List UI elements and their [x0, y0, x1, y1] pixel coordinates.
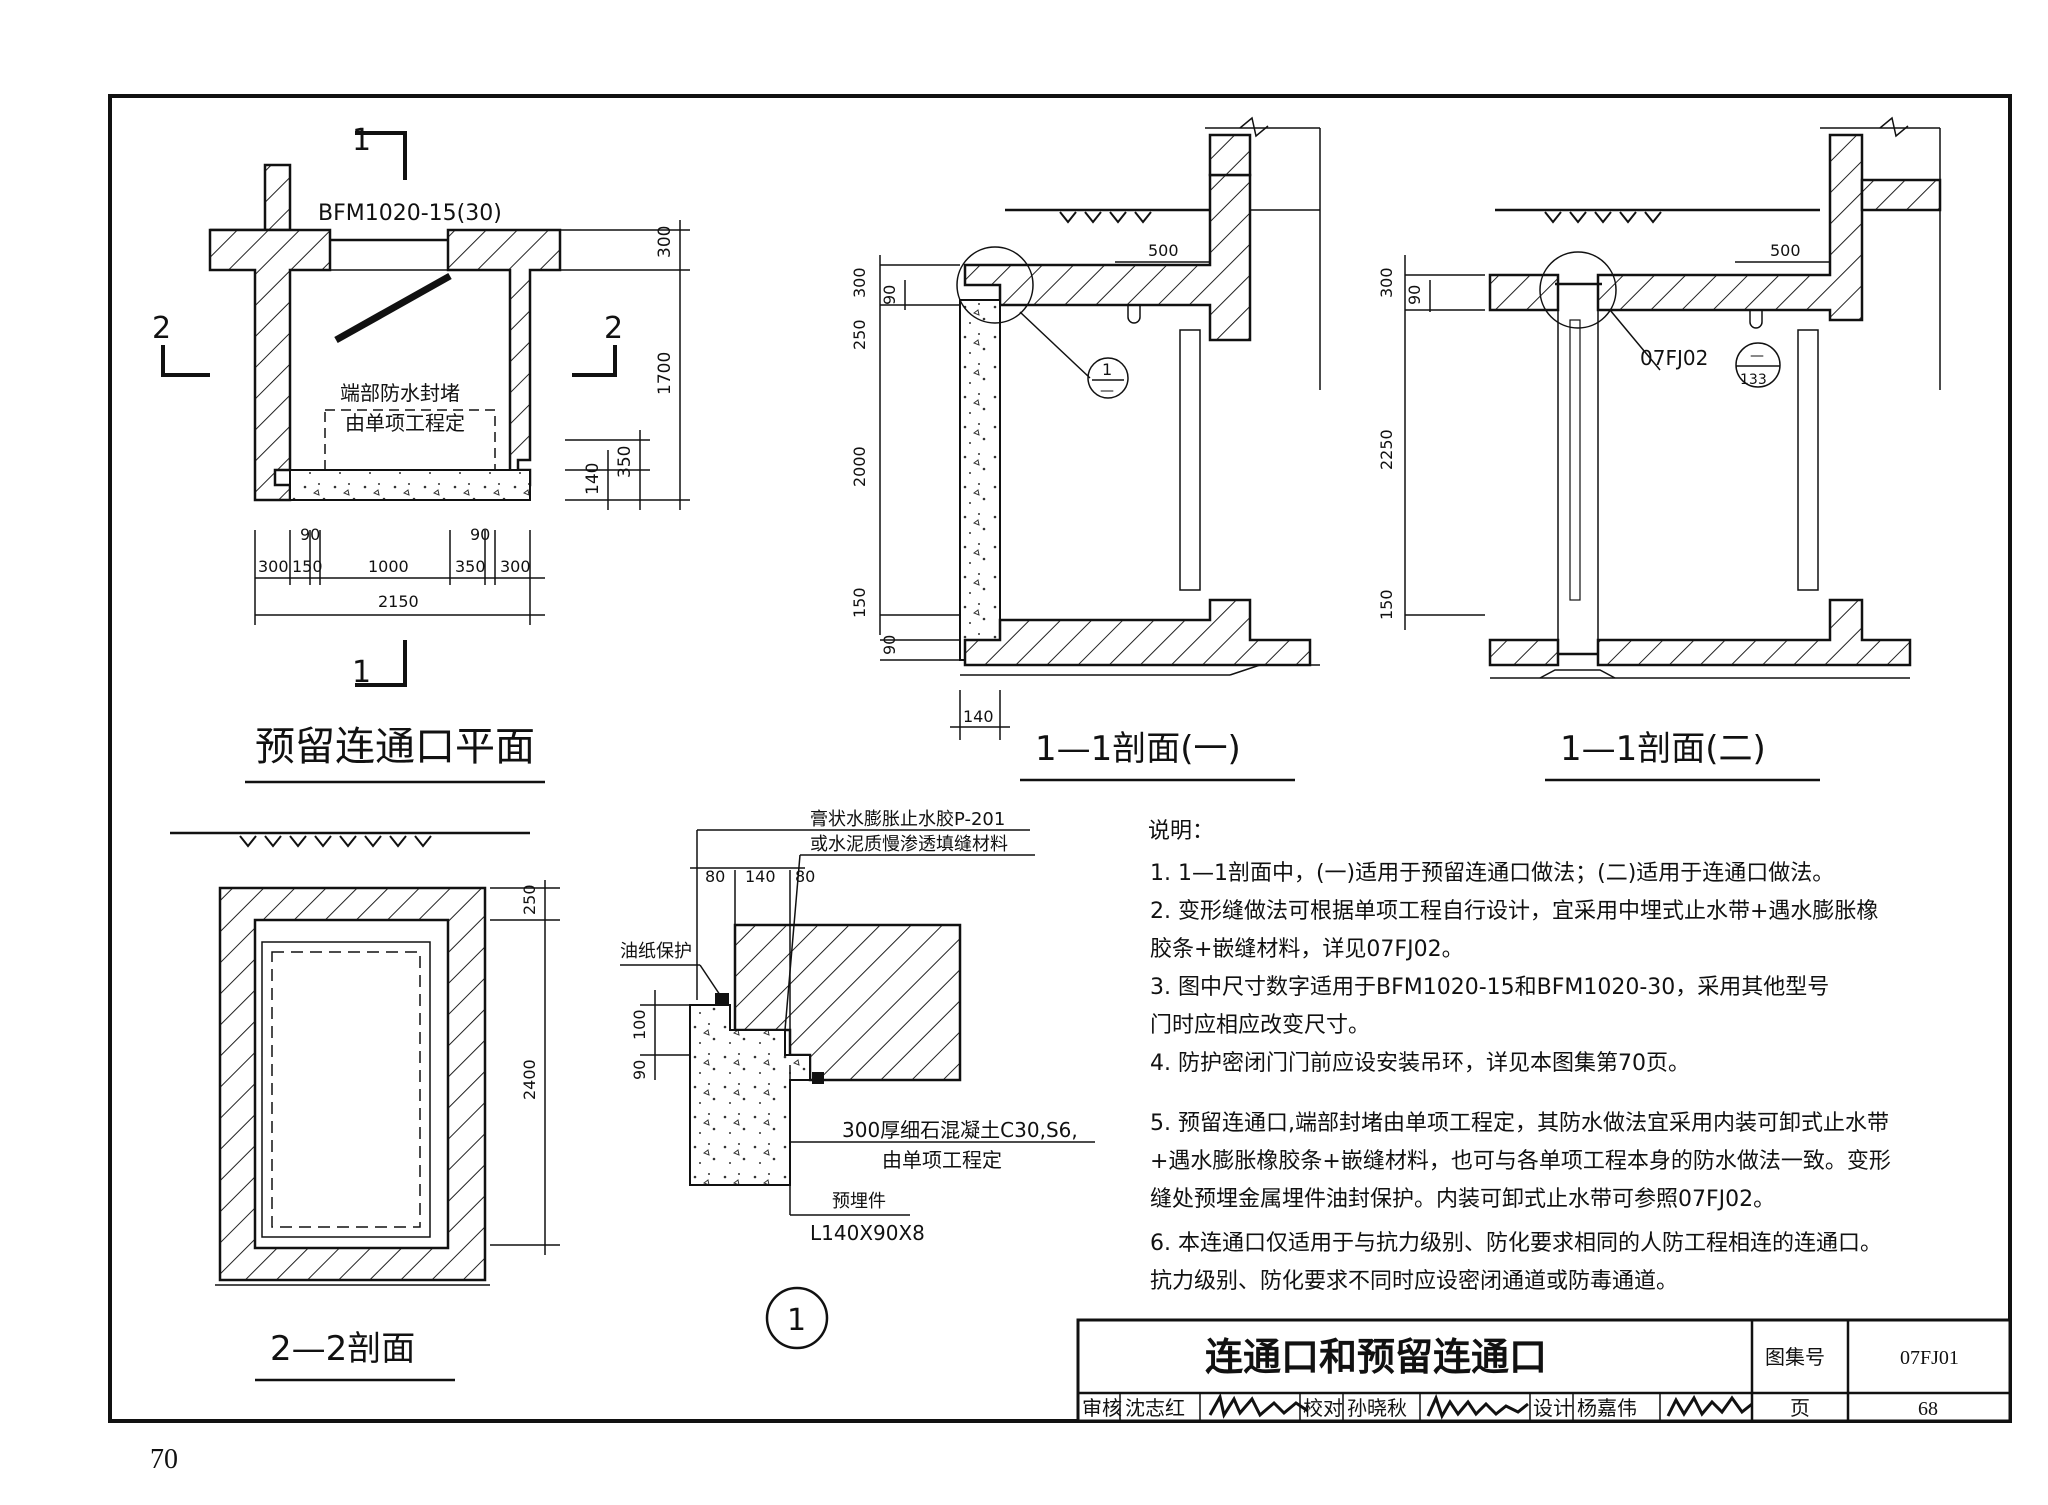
- check-signature: [1426, 1393, 1529, 1420]
- s1-dim-250: 250: [850, 319, 869, 350]
- s2-title: 1—1剖面(二): [1560, 729, 1766, 769]
- notes-line-11: 抗力级别、防化要求不同时应设密闭通道或防毒通道。: [1150, 1269, 1678, 1294]
- review-name: 沈志红: [1125, 1396, 1185, 1420]
- s1-dim-140: 140: [963, 707, 994, 726]
- d1-label-top2: 或水泥质慢渗透填缝材料: [810, 834, 1008, 855]
- check-name: 孙晓秋: [1347, 1396, 1407, 1420]
- plan-view: 1 1 2 2 BFM1020-15(30) 端部防水封堵 由单项工程定 300…: [152, 123, 690, 784]
- plan-dim-300: 300: [655, 226, 675, 258]
- design-label: 设计: [1533, 1396, 1573, 1420]
- notes-block: 说明： 1. 1—1剖面中，(一)适用于预留连通口做法；(二)适用于连通口做法。…: [1148, 819, 1891, 1294]
- plan-dim-300-right: 300: [500, 557, 531, 576]
- page-number: 70: [150, 1444, 178, 1475]
- atlas-no-label: 图集号: [1765, 1345, 1825, 1369]
- title-block: 连通口和预留连通口 图集号 07FJ01 审核 沈志红 校对 孙晓秋 设计 杨嘉…: [1076, 1318, 2012, 1423]
- notes-line-4: 3. 图中尺寸数字适用于BFM1020-15和BFM1020-30，采用其他型号: [1150, 975, 1829, 1000]
- section-2-2: 250 2400 2—2剖面: [170, 831, 560, 1382]
- s2-ref-bottom: 133: [1740, 372, 1767, 388]
- plan-dim-140: 140: [583, 463, 603, 495]
- plan-dim-2150: 2150: [378, 592, 419, 611]
- atlas-no-value: 07FJ01: [1900, 1347, 1959, 1369]
- sheet-border: [108, 94, 2012, 1423]
- review-label: 审核: [1082, 1396, 1122, 1420]
- notes-line-6: 4. 防护密闭门门前应设安装吊环，详见本图集第70页。: [1150, 1051, 1690, 1076]
- d1-dim-100: 100: [630, 1009, 649, 1040]
- plan-dim-1700: 1700: [655, 352, 675, 395]
- d1-label-conc1: 300厚细石混凝土C30,S6,: [842, 1118, 1078, 1142]
- notes-line-7: 5. 预留连通口,端部封堵由单项工程定，其防水做法宜采用内装可卸式止水带: [1150, 1111, 1889, 1136]
- notes-line-2: 2. 变形缝做法可根据单项工程自行设计，宜采用中埋式止水带+遇水膨胀橡: [1150, 899, 1878, 924]
- s1-dim-90: 90: [880, 285, 899, 305]
- s1-dim-90b: 90: [880, 635, 899, 655]
- plan-dim-350: 350: [615, 446, 635, 478]
- plan-door-label: BFM1020-15(30): [318, 201, 502, 226]
- s2-dim-300: 300: [1377, 267, 1396, 298]
- s1-detail-ref-bottom: —: [1100, 383, 1114, 399]
- s2-dim-150: 150: [1377, 589, 1396, 620]
- plan-dim-300-left: 300: [258, 557, 289, 576]
- check-label: 校对: [1303, 1396, 1343, 1420]
- s2-dim-500: 500: [1770, 241, 1801, 260]
- plan-section-mark-1-bottom: 1: [352, 655, 371, 690]
- detail-1: 80 140 80 膏状水膨胀止水胶P-201 或水泥质慢渗透填缝材料 油纸保护…: [620, 808, 1095, 1350]
- s2-ref-label: 07FJ02: [1640, 346, 1708, 370]
- notes-heading: 说明：: [1148, 819, 1214, 844]
- d1-label-angle: L140X90X8: [810, 1221, 925, 1245]
- plan-note-line1: 端部防水封堵: [340, 381, 460, 405]
- d1-dim-80b: 80: [795, 867, 815, 886]
- s22-title: 2—2剖面: [270, 1329, 415, 1369]
- s2-dim-90: 90: [1405, 285, 1424, 305]
- d1-dim-140: 140: [745, 867, 776, 886]
- d1-dim-90: 90: [630, 1060, 649, 1080]
- plan-dim-350-bottom: 350: [455, 557, 486, 576]
- plan-note-line2: 由单项工程定: [345, 411, 465, 435]
- s2-ref-top: —: [1750, 348, 1764, 364]
- d1-circle-label: 1: [787, 1303, 806, 1338]
- s22-dim-250: 250: [520, 884, 539, 915]
- notes-line-1: 1. 1—1剖面中，(一)适用于预留连通口做法；(二)适用于连通口做法。: [1150, 861, 1834, 886]
- s22-dim-2400: 2400: [520, 1059, 539, 1100]
- page-value: 68: [1918, 1398, 1938, 1420]
- d1-label-top1: 膏状水膨胀止水胶P-201: [810, 808, 1005, 830]
- page-label: 页: [1790, 1396, 1810, 1420]
- s1-dim-2000: 2000: [850, 446, 869, 487]
- notes-line-10: 6. 本连通口仅适用于与抗力级别、防化要求相同的人防工程相连的连通口。: [1150, 1231, 1882, 1256]
- section-1-1-b: 07FJ02 — 133 300 90 2250 150 500 1—1剖面(二…: [1377, 116, 1942, 782]
- s1-dim-150: 150: [850, 587, 869, 618]
- design-name: 杨嘉伟: [1577, 1396, 1637, 1420]
- d1-dim-80a: 80: [705, 867, 725, 886]
- d1-label-conc2: 由单项工程定: [882, 1148, 1002, 1172]
- d1-label-oil: 油纸保护: [620, 941, 692, 962]
- notes-line-8: +遇水膨胀橡胶条+嵌缝材料，也可与各单项工程本身的防水做法一致。变形: [1150, 1149, 1891, 1174]
- plan-section-mark-1-top: 1: [352, 123, 371, 158]
- title-block-title: 连通口和预留连通口: [1205, 1335, 1547, 1379]
- design-signature: [1666, 1394, 1753, 1417]
- plan-title: 预留连通口平面: [255, 724, 535, 770]
- plan-dim-90-right: 90: [470, 525, 490, 544]
- review-signature: [1208, 1392, 1309, 1419]
- plan-section-mark-2-left: 2: [152, 311, 171, 346]
- s1-detail-ref-top: 1: [1102, 360, 1112, 379]
- notes-line-5: 门时应相应改变尺寸。: [1150, 1013, 1370, 1038]
- s1-dim-500: 500: [1148, 241, 1179, 260]
- section-1-1-a: 1 — 300 90 250 2000 150 90 140 500 1—1剖面…: [850, 116, 1321, 782]
- plan-section-mark-2-right: 2: [604, 311, 623, 346]
- s2-dim-2250: 2250: [1377, 429, 1396, 470]
- s1-dim-300: 300: [850, 267, 869, 298]
- s1-title: 1—1剖面(一): [1035, 729, 1241, 769]
- d1-label-embed: 预埋件: [832, 1191, 886, 1212]
- notes-line-9: 缝处预埋金属埋件油封保护。内装可卸式止水带可参照07FJ02。: [1150, 1187, 1775, 1212]
- plan-dim-1000: 1000: [368, 557, 409, 576]
- plan-dim-90-left: 90: [300, 525, 320, 544]
- plan-dim-150: 150: [292, 557, 323, 576]
- notes-line-3: 胶条+嵌缝材料，详见07FJ02。: [1150, 937, 1464, 962]
